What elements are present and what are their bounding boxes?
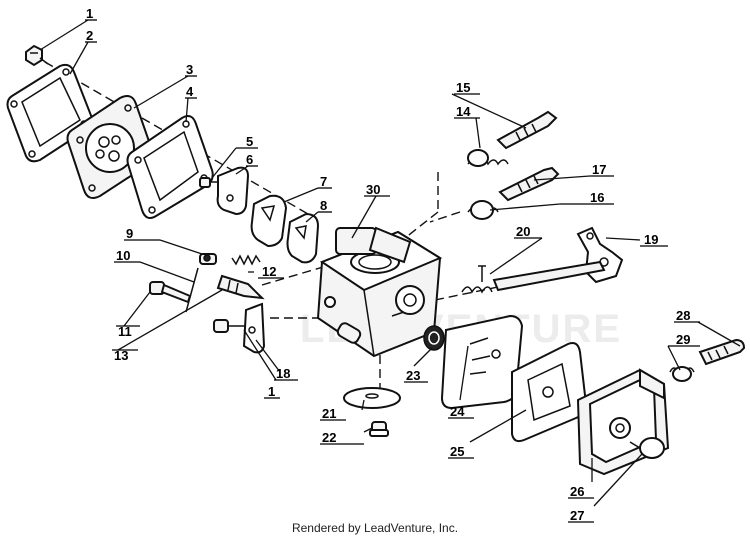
callout-24: 24	[450, 404, 465, 419]
callout-10: 10	[116, 248, 130, 263]
callout-labels: 1 2 3 4 5 6 7 8 9 10 11 12 13 14 15 16 1…	[85, 6, 700, 523]
callout-11: 11	[118, 324, 132, 339]
diaphragm-part-25	[511, 342, 588, 443]
callout-1-bracket: 1	[268, 384, 275, 399]
callout-7: 7	[320, 174, 327, 189]
callout-29: 29	[676, 332, 690, 347]
filter-part-23	[423, 325, 445, 351]
metering-part-8	[286, 212, 320, 264]
callout-19: 19	[644, 232, 658, 247]
diaphragm-plate-part-7	[250, 194, 288, 248]
callout-20: 20	[516, 224, 530, 239]
screen-part-21	[343, 387, 401, 409]
callout-8: 8	[320, 198, 327, 213]
callout-15: 15	[456, 80, 470, 95]
callout-30: 30	[366, 182, 380, 197]
callout-2: 2	[86, 28, 93, 43]
spring-part-14	[467, 149, 509, 167]
callout-21: 21	[322, 406, 336, 421]
callout-27: 27	[570, 508, 584, 523]
screw-part-1	[25, 44, 49, 67]
callout-4: 4	[186, 84, 194, 99]
callout-18: 18	[276, 366, 290, 381]
needle-part-15	[496, 110, 558, 150]
callout-22: 22	[322, 430, 336, 445]
idle-screw-part-28	[698, 338, 746, 366]
footer-credit: Rendered by LeadVenture, Inc.	[291, 521, 459, 535]
callout-26: 26	[570, 484, 584, 499]
callout-3: 3	[186, 62, 193, 77]
callout-23: 23	[406, 368, 420, 383]
callout-17: 17	[592, 162, 606, 177]
screw-part-11	[149, 281, 192, 304]
callout-28: 28	[676, 308, 690, 323]
screw-part-5	[199, 177, 218, 188]
pin-part-10	[185, 267, 199, 313]
plug-part-22	[369, 421, 389, 437]
inlet-needle-part-13	[216, 274, 265, 300]
callout-12: 12	[262, 264, 276, 279]
spring-part-12	[231, 254, 261, 266]
carburetor-body-part-30	[316, 226, 443, 358]
callout-6: 6	[246, 152, 253, 167]
spring-part-29	[669, 366, 695, 382]
lever-part-6	[216, 166, 250, 216]
throttle-shaft-part-20	[461, 260, 606, 294]
spring-part-16	[467, 200, 499, 220]
needle-part-17	[498, 166, 560, 202]
callout-5: 5	[246, 134, 253, 149]
callout-25: 25	[450, 444, 464, 459]
callout-1: 1	[86, 6, 93, 21]
needle-part-9	[199, 253, 217, 265]
cover-part-26	[576, 368, 670, 476]
leader-lines	[39, 19, 741, 507]
callout-13: 13	[114, 348, 128, 363]
screw-part-27	[629, 437, 665, 459]
gasket-part-24	[440, 314, 524, 410]
bracket-part-18	[213, 302, 266, 354]
callout-16: 16	[590, 190, 604, 205]
callout-9: 9	[126, 226, 133, 241]
callout-14: 14	[456, 104, 471, 119]
